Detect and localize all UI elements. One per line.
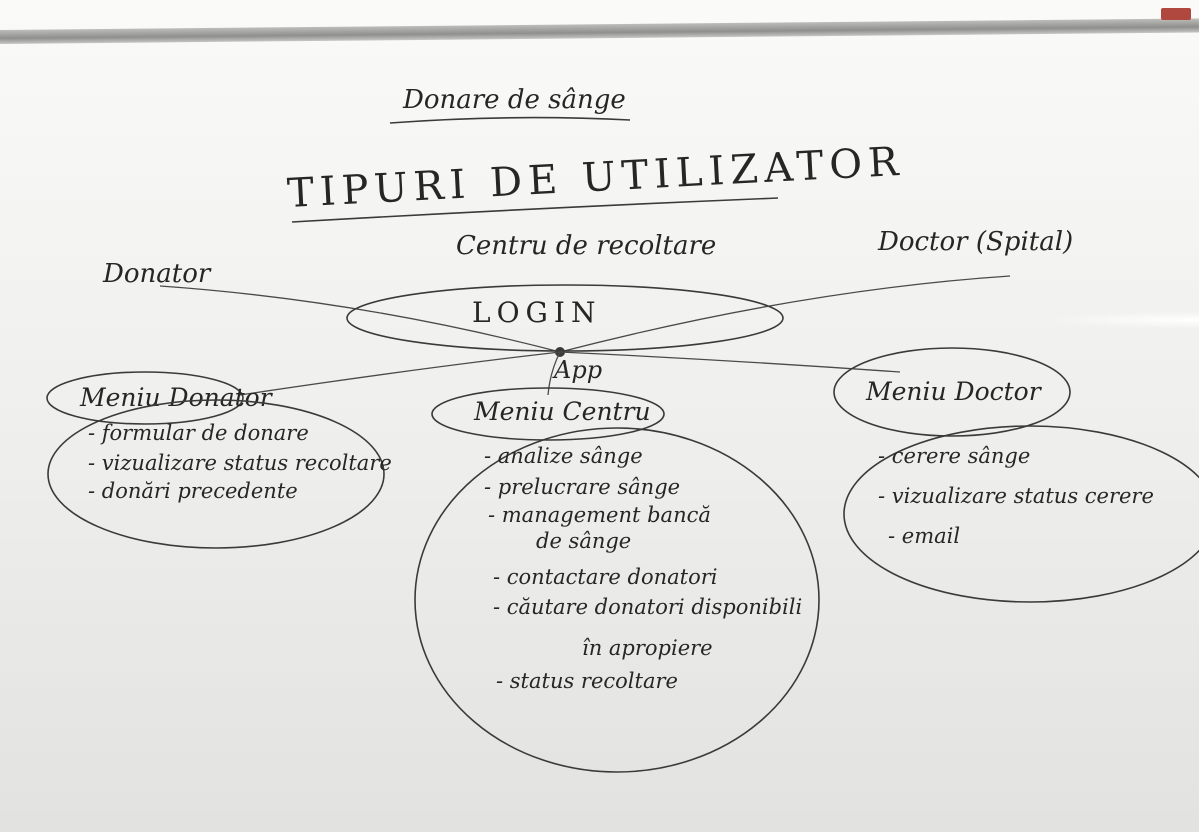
connector-app-donator-menu [239, 351, 561, 396]
connector-donator-login [159, 285, 561, 353]
menu-centru-item: - analize sânge [484, 444, 643, 468]
menu-centru-item: - status recoltare [496, 669, 678, 693]
menu-centru-body [414, 427, 820, 773]
menu-doctor-item: - cerere sânge [878, 444, 1030, 468]
menu-doctor-body [843, 425, 1199, 603]
menu-donator-item: - vizualizare status recoltare [88, 451, 392, 475]
menu-centru-item: - căutare donatori disponibili [493, 595, 802, 619]
heading-underline [291, 197, 779, 223]
menu-centru-title: Meniu Centru [473, 397, 651, 426]
section-heading: TIPURI DE UTILIZATOR [286, 139, 905, 217]
connector-app-centru-menu [547, 351, 561, 396]
menu-donator-item: - donări precedente [88, 479, 298, 503]
menu-doctor-title: Meniu Doctor [865, 377, 1043, 406]
menu-donator-body [47, 399, 385, 549]
menu-centru-item: de sânge [536, 529, 631, 553]
connector-app-doctor-menu [559, 351, 901, 373]
role-donator: Donator [102, 259, 212, 289]
menu-centru-item: - prelucrare sânge [484, 475, 680, 499]
menu-donator-title: Meniu Donator [79, 383, 274, 412]
marker-cap [1161, 8, 1191, 20]
app-label: App [552, 356, 602, 384]
login-label: LOGIN [472, 296, 601, 329]
menu-centru-item: - contactare donatori [493, 565, 718, 589]
login-ellipse [346, 284, 784, 352]
menu-centru-item: în apropiere [582, 636, 713, 660]
light-glare [1049, 312, 1199, 328]
role-doctor: Doctor (Spital) [877, 227, 1073, 257]
connector-doctor-login [559, 275, 1011, 353]
menu-donator-item: - formular de donare [88, 421, 309, 445]
menu-doctor-item: - vizualizare status cerere [878, 484, 1154, 508]
diagram-title: Donare de sânge [402, 85, 626, 115]
menu-centru-item: - management bancă [488, 503, 711, 527]
menu-centru-ellipse [431, 387, 665, 441]
menu-doctor-item: - email [888, 524, 960, 548]
title-underline [389, 116, 631, 124]
menu-donator-ellipse [46, 371, 244, 425]
role-centru: Centru de recoltare [456, 231, 716, 261]
menu-doctor-ellipse [833, 347, 1071, 437]
